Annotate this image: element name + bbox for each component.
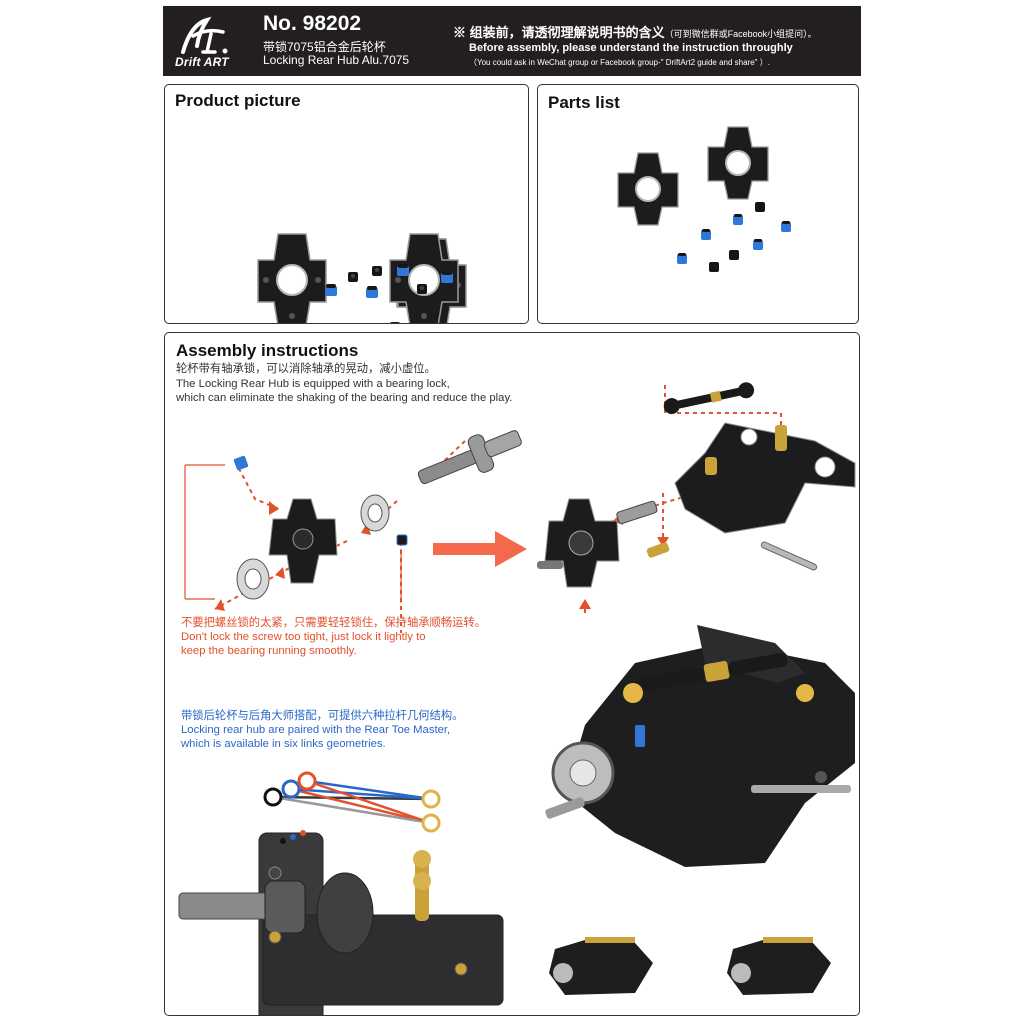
warning-cn: 不要把螺丝锁的太紧，只需要轻轻锁住，保持轴承顺畅运转。 bbox=[181, 617, 487, 629]
geometry-cn: 带锁后轮杯与后角大师搭配，可提供六种拉杆几何结构。 bbox=[181, 710, 464, 722]
parts-list-panel: Parts list bbox=[537, 84, 859, 324]
parts-list-image bbox=[617, 126, 791, 272]
product-picture-title: Product picture bbox=[175, 91, 301, 110]
notice-cn: ※ 组装前，请透彻理解说明书的含义（可到微信群或Facebook小组提问）。 bbox=[453, 25, 817, 40]
notice-en-small: （You could ask in WeChat group or Facebo… bbox=[469, 58, 770, 67]
geometry-en-1: Locking rear hub are paired with the Rea… bbox=[181, 724, 451, 736]
assembly-desc-cn: 轮杯带有轴承锁，可以消除轴承的晃动，减小虚位。 bbox=[176, 363, 436, 375]
geometry-note: 带锁后轮杯与后角大师搭配，可提供六种拉杆几何结构。 Locking rear h… bbox=[181, 709, 463, 751]
product-name-cn: 带锁7075铝合金后轮杯 bbox=[263, 40, 386, 54]
parts-list-title: Parts list bbox=[548, 93, 620, 112]
warning-note: 不要把螺丝锁的太紧，只需要轻轻锁住，保持轴承顺畅运转。 Don't lock t… bbox=[181, 616, 486, 658]
assembly-panel: Assembly instructions 轮杯带有轴承锁，可以消除轴承的晃动，… bbox=[164, 332, 860, 1016]
brand-name: Drift ART bbox=[175, 55, 229, 69]
assembly-diagram bbox=[178, 382, 856, 1015]
assembly-desc-en-2: which can eliminate the shaking of the b… bbox=[176, 392, 513, 404]
product-picture-image bbox=[257, 233, 467, 323]
product-picture-panel: Product picture bbox=[164, 84, 529, 324]
product-name-en: Locking Rear Hub Alu.7075 bbox=[263, 53, 410, 67]
geometry-en-2: which is available in six links geometri… bbox=[181, 738, 386, 750]
drift-art-logo bbox=[181, 16, 228, 54]
product-number: No. 98202 bbox=[263, 12, 362, 35]
warning-en-2: keep the bearing running smoothly. bbox=[181, 645, 357, 657]
warning-en-1: Don't lock the screw too tight, just loc… bbox=[181, 631, 426, 643]
big-direction-arrow bbox=[433, 531, 527, 567]
side-view-diagram bbox=[178, 771, 504, 1015]
assembly-description: 轮杯带有轴承锁，可以消除轴承的晃动，减小虚位。 The Locking Rear… bbox=[176, 362, 512, 406]
assembly-desc-en-1: The Locking Rear Hub is equipped with a … bbox=[176, 377, 450, 390]
close-up-photo bbox=[531, 625, 855, 867]
geometry-render-2 bbox=[715, 933, 837, 997]
notice-en: Before assembly, please understand the i… bbox=[469, 42, 793, 54]
geometry-render-1 bbox=[537, 933, 659, 997]
assembly-title: Assembly instructions bbox=[176, 341, 359, 360]
header-bar: Drift ART No. 98202 带锁7075铝合金后轮杯 Locking… bbox=[163, 6, 861, 76]
notice-cn-small: （可到微信群或Facebook小组提问）。 bbox=[664, 29, 817, 39]
